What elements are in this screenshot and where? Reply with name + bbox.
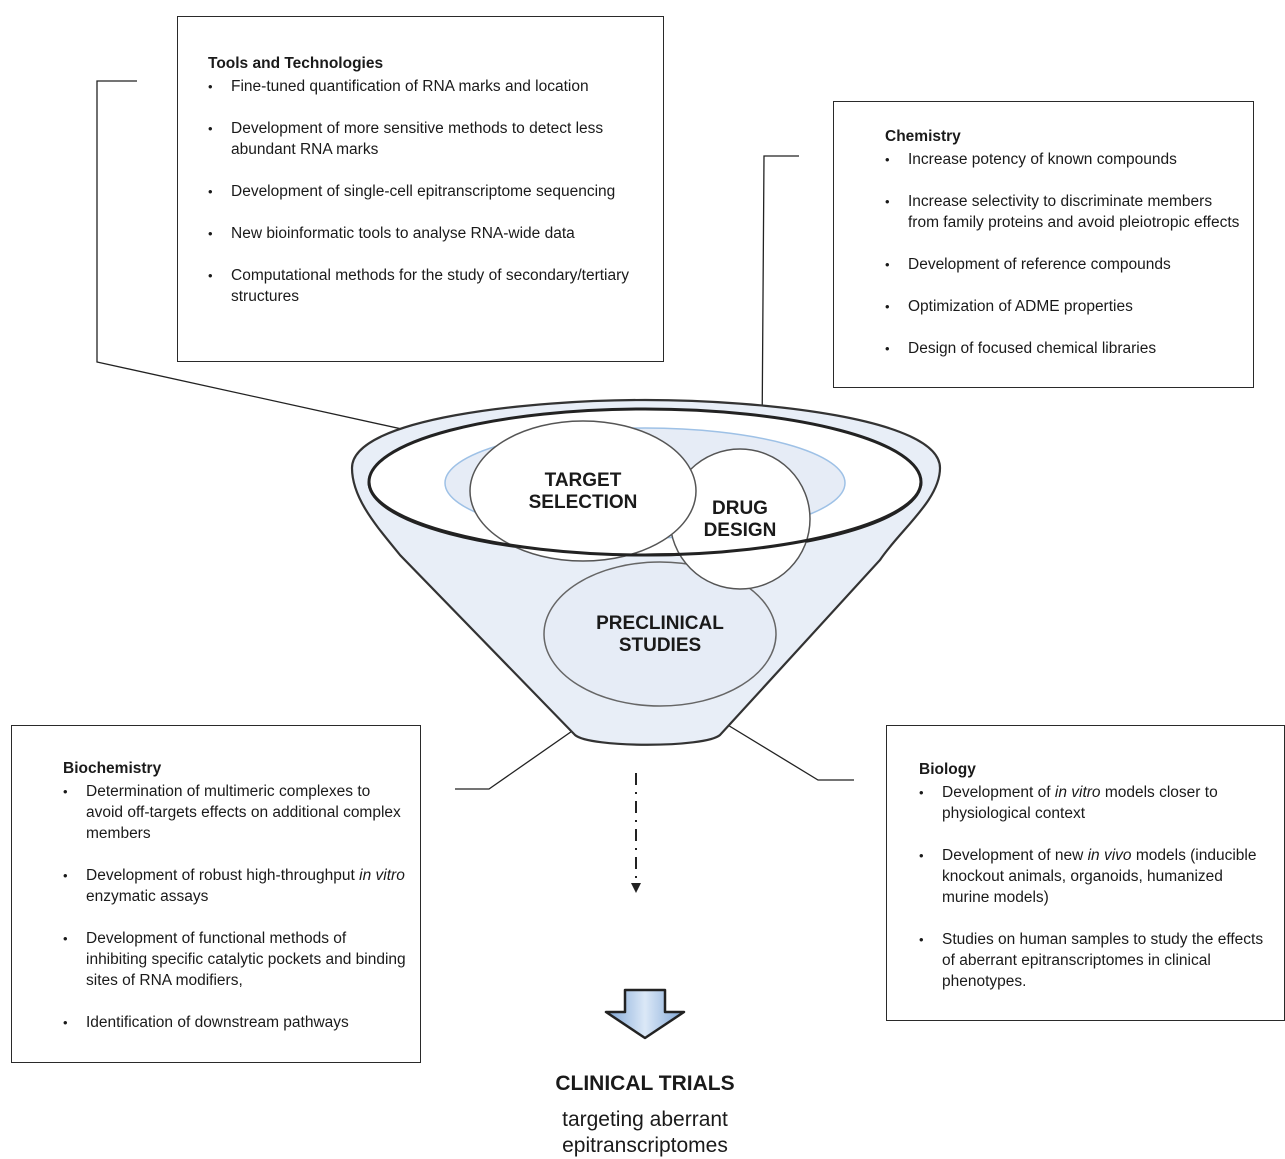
target-line1: TARGET: [544, 470, 622, 491]
connector-chemistry: [761, 155, 799, 441]
target-selection-ellipse: [469, 420, 697, 562]
biology-box: Biology Development of in vitro models c…: [886, 725, 1285, 1021]
list-item: New bioinformatic tools to analyse RNA-w…: [208, 223, 653, 244]
pre-line2: STUDIES: [618, 635, 702, 656]
list-item: Development of robust high-throughput in…: [63, 865, 408, 907]
subtitle-line1: targeting aberrant: [562, 1108, 728, 1131]
biology-title: Biology: [919, 761, 976, 778]
list-item: Increase potency of known compounds: [885, 149, 1243, 170]
subtitle-line2: epitranscriptomes: [562, 1134, 728, 1157]
list-item: Development of reference compounds: [885, 254, 1243, 275]
chemistry-box: Chemistry Increase potency of known comp…: [833, 101, 1254, 388]
list-item: Development of in vitro models closer to…: [919, 782, 1274, 824]
list-item: Computational methods for the study of s…: [208, 265, 653, 307]
tools-list: Fine-tuned quantification of RNA marks a…: [208, 76, 653, 307]
biochemistry-box: Biochemistry Determination of multimeric…: [11, 725, 421, 1063]
connector-biochemistry: [455, 712, 599, 790]
clinical-trials-title: CLINICAL TRIALS: [555, 1072, 735, 1095]
list-item: Optimization of ADME properties: [885, 296, 1243, 317]
list-item: Development of new in vivo models (induc…: [919, 845, 1274, 908]
chemistry-list: Increase potency of known compounds Incr…: [885, 149, 1243, 359]
chemistry-title: Chemistry: [885, 128, 961, 145]
drug-line1: DRUG: [712, 498, 768, 519]
tools-title: Tools and Technologies: [208, 55, 384, 72]
pre-line1: PRECLINICAL: [596, 613, 724, 634]
preclinical-ellipse: [543, 561, 777, 707]
down-arrow-icon: [604, 988, 686, 1040]
clinical-trials-subtitle: targeting aberrant epitranscriptomes: [445, 1107, 845, 1159]
list-item: Increase selectivity to discriminate mem…: [885, 191, 1243, 233]
dashdot-arrow-head: [631, 883, 641, 893]
list-item: Development of more sensitive methods to…: [208, 118, 653, 160]
biochemistry-title: Biochemistry: [63, 760, 162, 777]
connector-tools: [96, 80, 471, 445]
list-item: Fine-tuned quantification of RNA marks a…: [208, 76, 653, 97]
drug-design-label: DRUG DESIGN: [690, 498, 790, 542]
list-item: Determination of multimeric complexes to…: [63, 781, 408, 844]
rim-front: [367, 481, 923, 557]
connector-biology: [707, 712, 854, 781]
list-item: Development of functional methods of inh…: [63, 928, 408, 991]
biology-list: Development of in vitro models closer to…: [919, 782, 1274, 992]
preclinical-label: PRECLINICAL STUDIES: [575, 613, 745, 657]
list-item: Identification of downstream pathways: [63, 1012, 408, 1033]
list-item: Design of focused chemical libraries: [885, 338, 1243, 359]
list-item: Studies on human samples to study the ef…: [919, 929, 1274, 992]
target-selection-label: TARGET SELECTION: [503, 470, 663, 514]
biochemistry-list: Determination of multimeric complexes to…: [63, 781, 408, 1033]
drug-line2: DESIGN: [703, 520, 777, 541]
list-item: Development of single-cell epitranscript…: [208, 181, 653, 202]
target-line2: SELECTION: [528, 492, 638, 513]
tools-box: Tools and Technologies Fine-tuned quanti…: [177, 16, 664, 362]
